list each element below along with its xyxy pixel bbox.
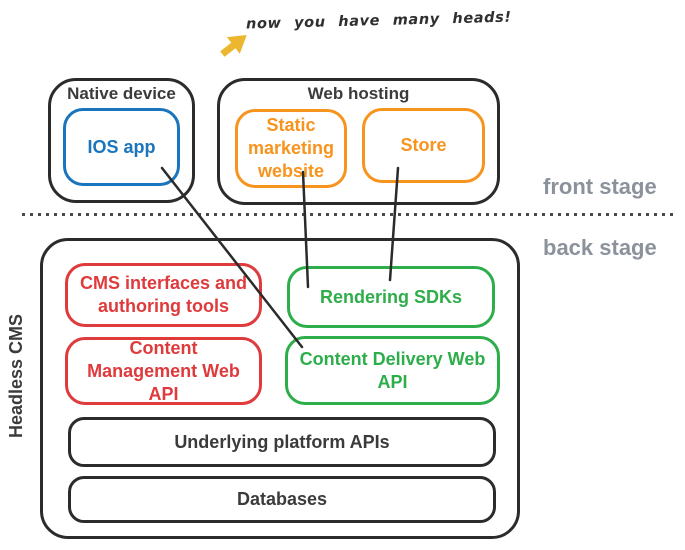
native-device-label: Native device (67, 84, 176, 103)
web-hosting-group: Web hosting (217, 78, 500, 205)
rendering-sdks-label: Rendering SDKs (319, 286, 463, 307)
cms-interfaces-box: CMS interfaces and authoring tools (65, 263, 262, 327)
ios-app-label: IOS app (87, 136, 156, 157)
underlying-platform-apis-label: Underlying platform APIs (174, 431, 390, 452)
native-device-group: Native device (48, 78, 195, 203)
front-stage-label: front stage (543, 174, 657, 199)
static-marketing-website-label: Static marketing website (247, 115, 335, 181)
rendering-sdks-box: Rendering SDKs (287, 266, 495, 328)
cms-interfaces-label: CMS interfaces and authoring tools (79, 273, 248, 316)
content-management-api-label: Content Management Web API (87, 337, 240, 404)
store-box: Store (362, 108, 485, 183)
stage-divider (22, 213, 674, 216)
annotation-arrow-icon (212, 20, 260, 68)
ios-app-box: IOS app (63, 108, 180, 186)
store-label: Store (400, 135, 447, 155)
content-management-api-box: Content Management Web API (65, 337, 262, 405)
back-stage-label: back stage (543, 235, 657, 260)
annotation-text: now you have many heads! (245, 9, 512, 33)
databases-box: Databases (68, 476, 496, 523)
headless-cms-label: Headless CMS (6, 313, 26, 439)
content-delivery-api-label: Content Delivery Web API (299, 348, 486, 392)
content-delivery-api-box: Content Delivery Web API (285, 336, 500, 405)
static-marketing-website-box: Static marketing website (235, 109, 347, 188)
web-hosting-label: Web hosting (307, 84, 410, 103)
underlying-platform-apis-box: Underlying platform APIs (68, 417, 496, 467)
databases-label: Databases (236, 489, 328, 509)
